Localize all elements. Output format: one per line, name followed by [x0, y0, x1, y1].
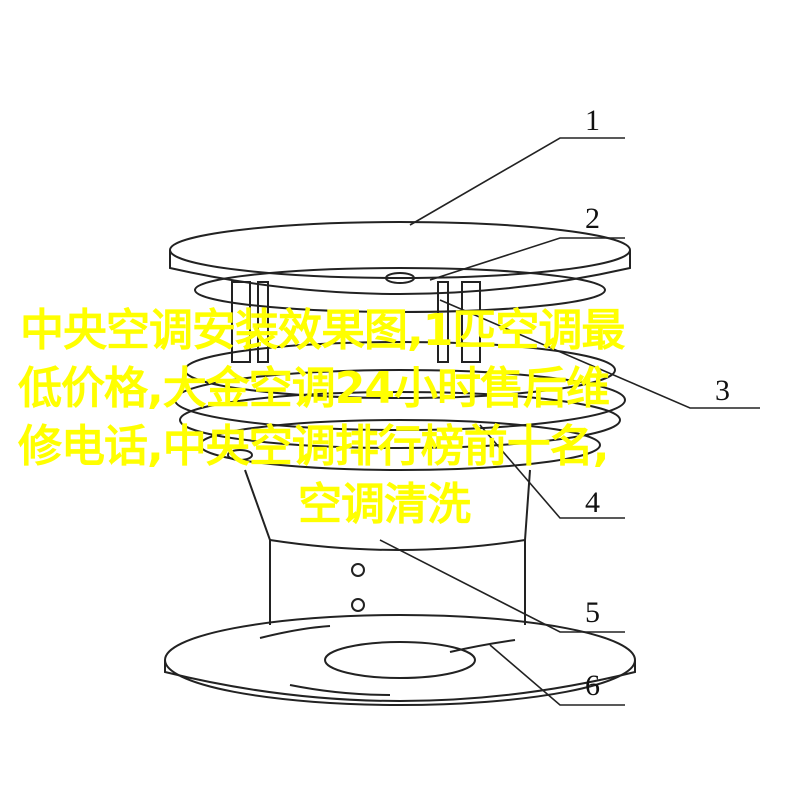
- part-label-1: 1: [585, 104, 600, 137]
- caption-line-2: 低价格,大金空调24小时售后维: [18, 363, 610, 414]
- overlay-caption: 中央空调安装效果图,1匹空调最 低价格,大金空调24小时售后维 修电话,中央空调…: [0, 302, 800, 534]
- caption-line-3: 修电话,中央空调排行榜前十名,: [18, 421, 609, 472]
- support-posts: [231, 272, 481, 363]
- caption-line-4: 空调清洗: [298, 479, 471, 530]
- base-plate: [164, 614, 636, 706]
- part-label-4: 4: [585, 486, 600, 519]
- middle-rings: [174, 341, 626, 471]
- part-label-5: 5: [585, 596, 600, 629]
- part-label-2: 2: [585, 202, 600, 235]
- leader-lines: [379, 137, 760, 706]
- part-label-3: 3: [715, 374, 730, 407]
- top-cap: [169, 221, 631, 313]
- part-label-6: 6: [585, 669, 600, 702]
- caption-line-1: 中央空调安装效果图,1匹空调最: [20, 305, 625, 356]
